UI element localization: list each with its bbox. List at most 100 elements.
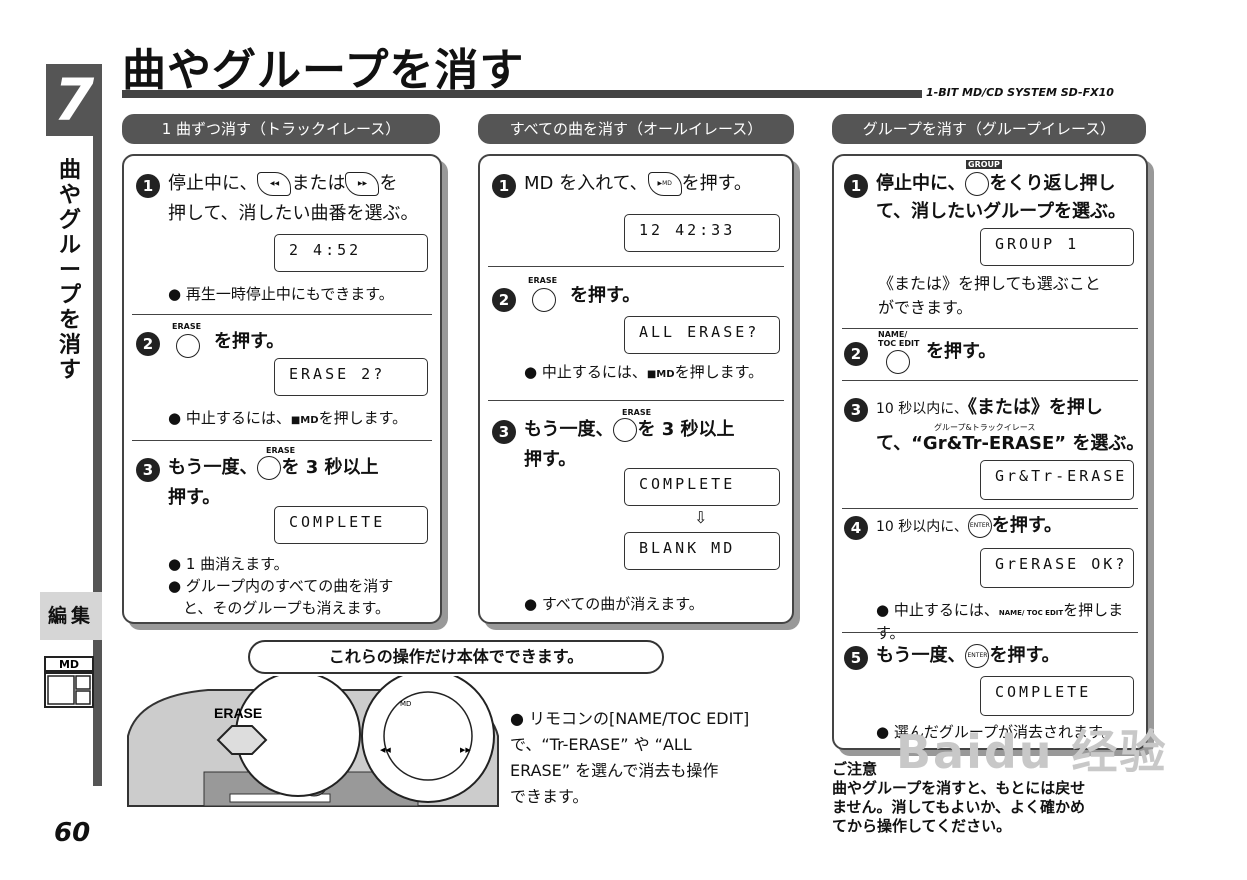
step-number: 2 [136, 332, 160, 356]
group-button-icon [965, 172, 990, 196]
track-erase-panel: 1 停止中に、◀◀または▶▶を 押して、消したい曲番を選ぶ。 2 4:52 ● … [122, 154, 442, 624]
side-chapter-title: 曲やグループを消す [58, 158, 81, 383]
model-name: 1-BIT MD/CD SYSTEM SD-FX10 [926, 86, 1114, 99]
side-bar [93, 136, 102, 786]
lcd-display: 12 42:33 [624, 214, 780, 252]
step2-text: を押す。 [570, 285, 641, 306]
divider [132, 440, 432, 441]
step3-line2: 押す。 [168, 487, 221, 508]
stop-md-button-icon: ■MD [290, 415, 319, 426]
lcd-display: 2 4:52 [274, 234, 428, 272]
step-number: 2 [844, 342, 868, 366]
divider [842, 632, 1138, 633]
lcd-display: ERASE 2? [274, 358, 428, 396]
step1-note: ができます。 [878, 298, 973, 317]
group-button-label: GROUP [966, 160, 1002, 169]
step4-note: ● 中止するには、NAME/ TOC EDITを押します。 [876, 601, 1124, 642]
play-md-button-icon: ▶MD [647, 172, 682, 196]
all-erase-heading: すべての曲を消す（オールイレース） [478, 114, 794, 144]
step-number: 3 [844, 398, 868, 422]
step2-note: ● 中止するには、■MDを押します。 [524, 363, 764, 381]
step2-text: を押す。 [926, 341, 997, 362]
page-title: 曲やグループを消す [122, 45, 525, 96]
callout-bubble: これらの操作だけ本体でできます。 [248, 640, 664, 674]
erase-button-icon [613, 418, 638, 442]
skip-back-button-icon: ◀◀ [257, 172, 292, 196]
lcd-display: ALL ERASE? [624, 316, 780, 354]
lcd-display: COMPLETE [980, 676, 1134, 716]
arrow-down-icon: ⇩ [694, 508, 708, 527]
erase-button-icon [176, 334, 200, 358]
watermark-logo: Baidu 经验 [896, 725, 1168, 779]
erase-button-label: ERASE [528, 276, 558, 285]
divider [488, 400, 784, 401]
erase-button-label: ERASE [172, 322, 202, 331]
svg-text:MD: MD [400, 700, 411, 708]
track-erase-heading: 1 曲ずつ消す（トラックイレース） [122, 114, 440, 144]
step-number: 5 [844, 646, 868, 670]
stop-md-button-icon: ■MD [646, 369, 675, 380]
divider [488, 266, 784, 267]
page-number: 60 [54, 818, 91, 848]
step3-line1: 10 秒以内に、《または》を押し [876, 397, 1103, 418]
step5-note: ● 選んだグループが消去されます。 [876, 723, 1117, 741]
step-number: 3 [136, 458, 160, 482]
caution-note: ご注意 曲やグループを消すと、もとには戻せ ません。消してもよいか、よく確かめ … [832, 760, 1152, 836]
step2-note: ● 中止するには、■MDを押します。 [168, 409, 408, 427]
divider [842, 380, 1138, 381]
chapter-number-tab: 7 [46, 64, 102, 136]
title-rule [122, 90, 922, 98]
divider [842, 328, 1138, 329]
name-toc-edit-button-label: NAME/ TOC EDIT [878, 330, 920, 348]
step1-note: 《または》を押しても選ぶこと [878, 274, 1101, 293]
skip-forward-button-icon: ▶▶ [345, 172, 380, 196]
remote-note: ● リモコンの[NAME/TOC EDIT] で、“Tr-ERASE” や “A… [510, 709, 750, 806]
svg-text:◀◀: ◀◀ [380, 746, 391, 754]
erase-button-label: ERASE [622, 408, 652, 417]
step1-line1: 停止中に、◀◀または▶▶を [168, 172, 398, 196]
step1-line2: 押して、消したい曲番を選ぶ。 [168, 203, 419, 224]
step-number: 1 [844, 174, 868, 198]
divider [132, 314, 432, 315]
lcd-display: COMPLETE [624, 468, 780, 506]
step1-line2: て、消したいグループを選ぶ。 [876, 201, 1127, 222]
ruby-text: グループ&トラックイレース [934, 423, 1036, 432]
step-number: 1 [136, 174, 160, 198]
edit-section-tab: 編集 [40, 592, 102, 640]
lcd-display: Gr&Tr-ERASE [980, 460, 1134, 500]
step-number: 3 [492, 420, 516, 444]
erase-label: ERASE [214, 705, 262, 721]
group-erase-heading: グループを消す（グループイレース） [832, 114, 1146, 144]
erase-button-icon [532, 288, 556, 312]
step-number: 1 [492, 174, 516, 198]
lcd-display: GROUP 1 [980, 228, 1134, 266]
step2-text: を押す。 [214, 331, 285, 352]
step1-line1: 停止中に、をくり返し押し [876, 172, 1116, 196]
md-mode-icon: MD [44, 656, 94, 708]
lcd-display: BLANK MD [624, 532, 780, 570]
erase-button-icon [257, 456, 282, 480]
step-number: 4 [844, 516, 868, 540]
lcd-display: COMPLETE [274, 506, 428, 544]
device-illustration: ERASE MD ◀◀ ▶▶ [127, 676, 499, 807]
step3-line1: もう一度、を 3 秒以上 [168, 456, 379, 480]
md-label: MD [59, 658, 79, 671]
step3-note: ● 1 曲消えます。 [168, 555, 289, 573]
step1-note: ● 再生一時停止中にもできます。 [168, 285, 394, 303]
step-number: 2 [492, 288, 516, 312]
svg-text:▶▶: ▶▶ [460, 746, 471, 754]
step3-line2: 押す。 [524, 449, 577, 470]
divider [842, 508, 1138, 509]
group-erase-panel: 1 停止中に、をくり返し押し GROUP て、消したいグループを選ぶ。 GROU… [832, 154, 1148, 750]
enter-button-icon: ENTER [967, 514, 992, 538]
step3-line2: て、“Gr&Tr-ERASE” を選ぶ。 [876, 433, 1145, 454]
caution-title: ご注意 [832, 760, 878, 778]
name-toc-edit-button-icon: NAME/ TOC EDIT [998, 609, 1064, 617]
enter-button-icon: ENTER [965, 644, 990, 668]
step3-note: と、そのグループも消えます。 [168, 599, 391, 617]
step3-note: ● グループ内のすべての曲を消す [168, 577, 394, 595]
